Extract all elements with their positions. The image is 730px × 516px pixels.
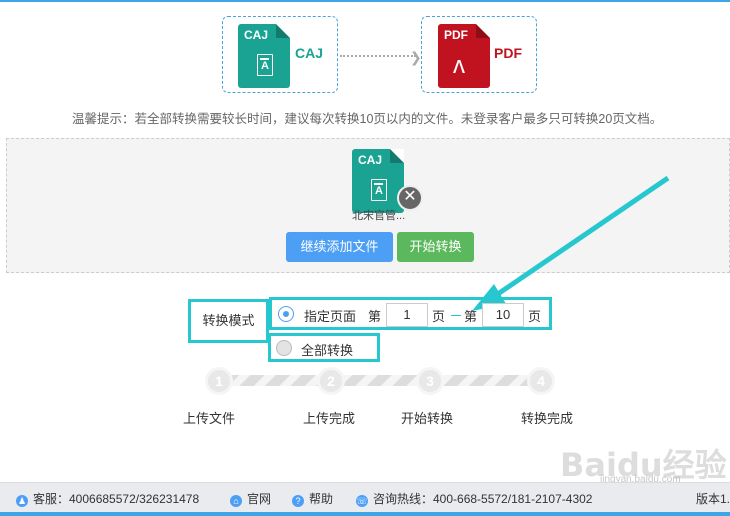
step-1-label: 上传文件 [183,411,236,426]
upload-area[interactable]: CAJ A ✕ 北宋官管... 继续添加文件 开始转换 [6,138,730,273]
range-dash [451,315,461,316]
arrow-right-icon: ❯ [410,49,422,65]
page-prefix-from: 第 [368,309,382,324]
step-4-label: 转换完成 [521,411,574,426]
source-format-label: CAJ [295,45,324,61]
target-format-box: PDF ᴧ PDF [421,16,537,93]
all-pages-label: 全部转换 [301,343,354,358]
step-4-circle: 4 [527,367,555,395]
page-unit-to: 页 [528,309,542,324]
add-file-button[interactable]: 继续添加文件 [286,232,393,262]
page-range-option: 指定页面 第 1 页 第 10 页 [269,297,552,330]
footer-bar: ♟客服：4006685572/326231478 ⌂官网 ?帮助 ☏咨询热线：4… [0,482,730,512]
close-icon: ✕ [403,188,417,205]
step-2-circle: 2 [317,367,345,395]
pdf-file-icon: PDF ᴧ [438,24,490,88]
footer-service[interactable]: ♟客服：4006685572/326231478 [16,492,200,507]
target-format-label: PDF [494,45,522,61]
footer-hotline: ☏咨询热线：400-668-5572/181-2107-4302 [356,492,593,507]
uploaded-file-icon: CAJ A [352,149,404,213]
baidu-watermark: Baidu经验 [560,446,727,484]
footer-version: 版本1. [696,492,730,506]
top-accent-line [0,0,730,2]
specified-pages-label: 指定页面 [304,309,357,324]
page-unit-from: 页 [432,309,446,324]
conversion-arrow [340,55,416,57]
conversion-mode-label: 转换模式 [188,299,269,343]
footer-help-link[interactable]: ?帮助 [292,490,333,507]
step-3-label: 开始转换 [401,411,454,426]
from-page-input[interactable]: 1 [386,303,428,327]
all-pages-radio[interactable] [276,340,292,356]
phone-icon: ☏ [356,495,368,507]
uploaded-file-name: 北宋官管... [352,210,406,222]
specified-pages-radio[interactable] [278,306,294,322]
source-format-box: CAJ A CAJ [222,16,338,93]
step-1-circle: 1 [205,367,233,395]
page-prefix-to: 第 [464,309,478,324]
to-page-input[interactable]: 10 [482,303,524,327]
steps-progress-bar [225,375,545,386]
step-3-circle: 3 [416,367,444,395]
all-pages-option: 全部转换 [268,333,380,362]
footer-site-link[interactable]: ⌂官网 [230,490,271,507]
caj-file-icon: CAJ A [238,24,290,88]
tip-text: 温馨提示：若全部转换需要较长时间，建议每次转换10页以内的文件。未登录客户最多只… [72,112,663,126]
baidu-watermark-url: jingyan.baidu.com [600,474,681,485]
help-icon: ? [292,495,304,507]
start-conversion-button[interactable]: 开始转换 [397,232,474,262]
remove-file-button[interactable]: ✕ [397,185,423,211]
bottom-accent-line [0,512,730,516]
qq-icon: ♟ [16,495,28,507]
step-2-label: 上传完成 [303,411,356,426]
home-icon: ⌂ [230,495,242,507]
